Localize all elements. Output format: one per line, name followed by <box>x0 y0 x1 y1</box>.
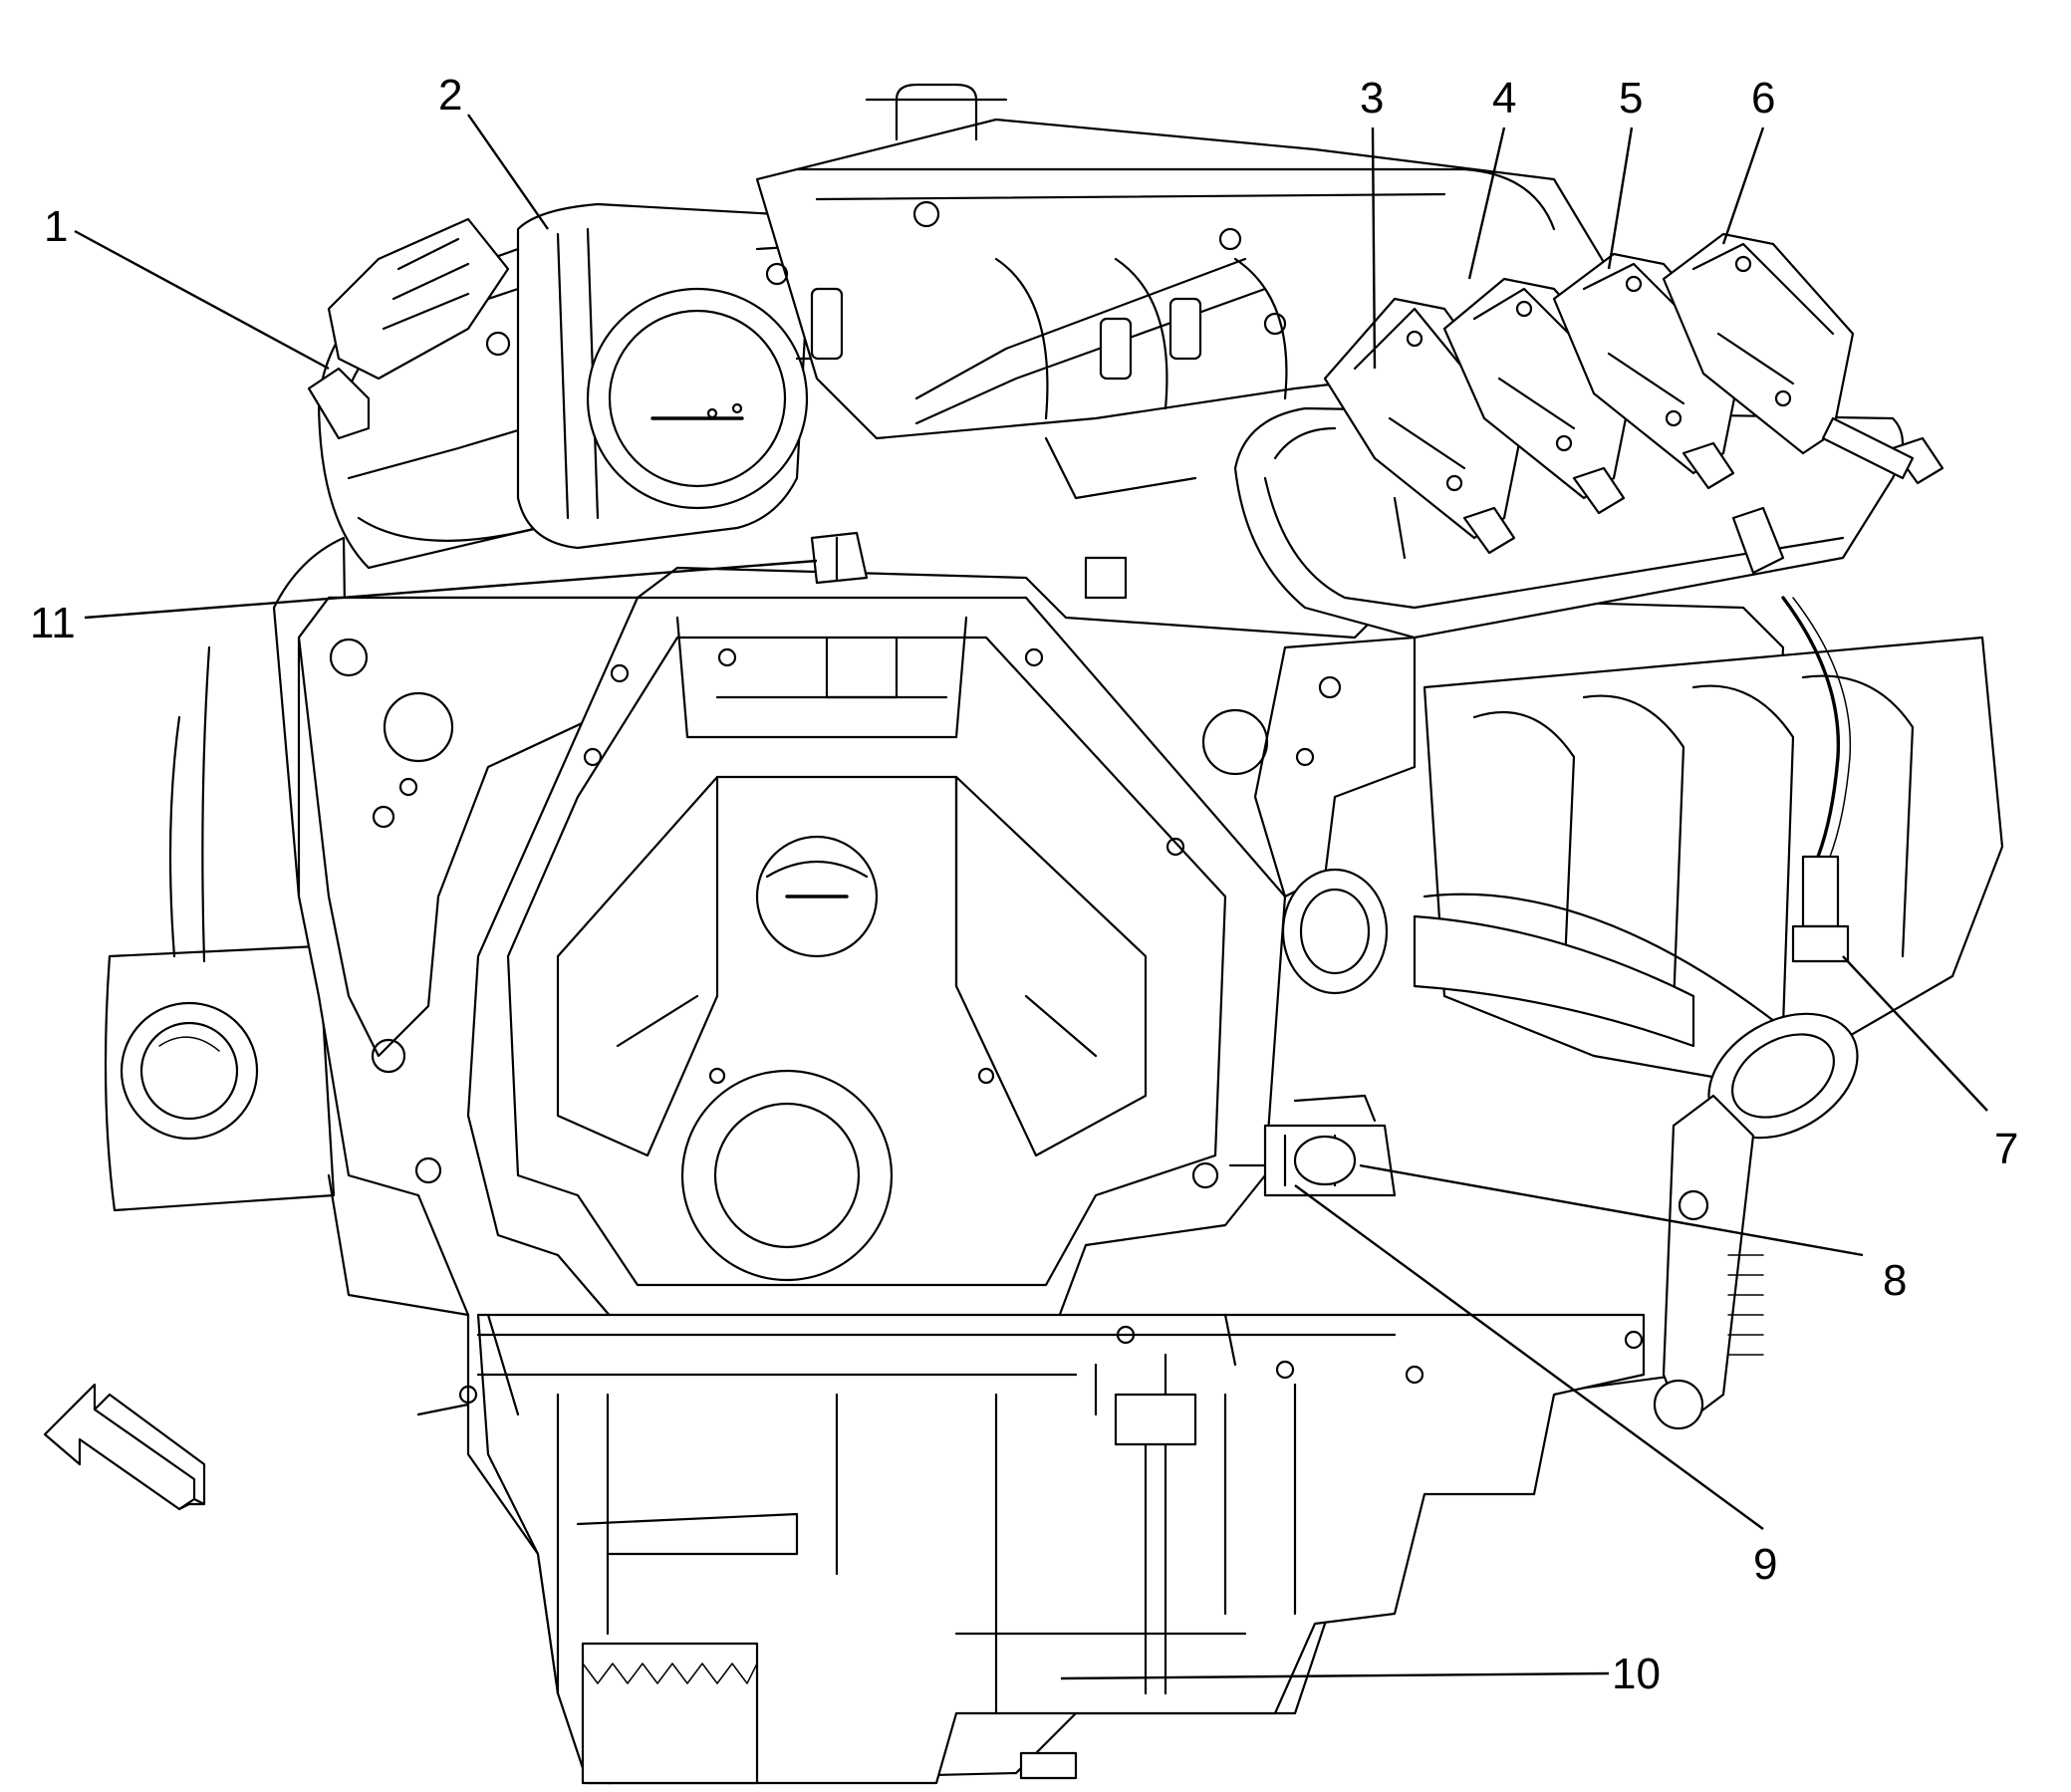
callout-3: 3 <box>1360 74 1384 123</box>
front-cover-details <box>327 1173 1237 1446</box>
engine-mount <box>1653 1094 1764 1430</box>
callout-11: 11 <box>30 599 76 647</box>
callout-8: 8 <box>1883 1256 1907 1305</box>
leader-8 <box>1359 1163 1864 1257</box>
leader-5 <box>1607 127 1634 270</box>
callout-labels: 1 2 3 4 5 6 7 8 9 10 11 <box>30 71 2018 1698</box>
leader-lines <box>74 114 1988 1680</box>
view-direction-arrow-icon <box>43 1383 206 1511</box>
leader-10 <box>1060 1671 1610 1680</box>
callout-4: 4 <box>1492 74 1516 123</box>
callout-10: 10 <box>1612 1650 1661 1698</box>
leader-11 <box>84 559 818 620</box>
leader-4 <box>1467 127 1506 280</box>
leader-2 <box>467 114 549 230</box>
oxygen-sensor <box>1731 506 1852 963</box>
ignition-coil-1 <box>307 217 511 440</box>
callout-2: 2 <box>438 71 462 120</box>
leader-1 <box>74 229 330 371</box>
callout-9: 9 <box>1753 1540 1777 1589</box>
callout-5: 5 <box>1619 74 1643 123</box>
leader-6 <box>1721 127 1765 245</box>
oil-pan <box>458 1313 1646 1785</box>
callout-1: 1 <box>44 202 68 251</box>
ignition-coil-6 <box>1662 232 1944 485</box>
leader-7 <box>1842 955 1988 1112</box>
leader-9 <box>1294 1184 1764 1530</box>
callout-7: 7 <box>1994 1125 2018 1173</box>
left-exhaust-manifold <box>104 536 351 1212</box>
leader-3 <box>1371 127 1377 370</box>
throttle-body <box>516 202 859 550</box>
knock-sensor <box>1228 1094 1397 1197</box>
callout-6: 6 <box>1751 74 1775 123</box>
